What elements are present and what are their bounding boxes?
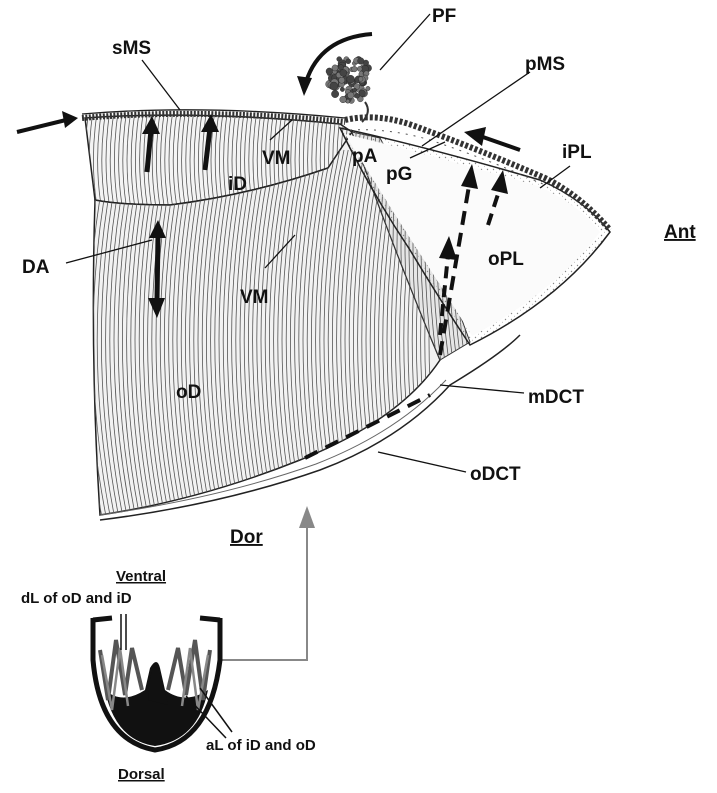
label-dor: Dor bbox=[230, 527, 263, 548]
pf-particle bbox=[340, 69, 347, 76]
striation-line bbox=[72, 150, 92, 530]
label-pms: pMS bbox=[525, 54, 565, 75]
pf-particle bbox=[346, 59, 351, 64]
pf-particle bbox=[358, 77, 363, 82]
pf-particle bbox=[330, 82, 338, 90]
pf-particle bbox=[366, 86, 370, 90]
pf-particle bbox=[357, 66, 362, 71]
inset-label-al: aL of iD and oD bbox=[206, 737, 316, 754]
leader-odct bbox=[378, 452, 466, 472]
pf-particle bbox=[352, 66, 358, 72]
pf-particle bbox=[347, 92, 354, 99]
inset-cross-section bbox=[93, 614, 232, 750]
label-id: iD bbox=[228, 174, 247, 195]
pf-particle bbox=[347, 75, 355, 83]
leader-pf bbox=[380, 14, 430, 70]
inset-label-dorsal: Dorsal bbox=[118, 766, 165, 783]
label-da: DA bbox=[22, 257, 50, 278]
leader-mdct bbox=[440, 385, 524, 393]
label-pa: pA bbox=[352, 146, 378, 167]
inset-label-ventral: Ventral bbox=[116, 568, 166, 585]
label-pf: PF bbox=[432, 6, 456, 27]
label-vm-lower: VM bbox=[240, 287, 269, 308]
pf-cluster bbox=[326, 56, 372, 103]
label-ipl: iPL bbox=[562, 142, 592, 163]
pf-particle bbox=[326, 68, 333, 75]
label-od: oD bbox=[176, 382, 201, 403]
pf-particle bbox=[359, 90, 366, 97]
label-mdct: mDCT bbox=[528, 387, 584, 408]
pf-particle bbox=[358, 58, 365, 65]
label-opl: oPL bbox=[488, 249, 524, 270]
entry-arrow bbox=[17, 111, 78, 132]
inset-label-dl: dL of oD and iD bbox=[21, 590, 132, 607]
pf-particle bbox=[353, 88, 357, 92]
pf-particle bbox=[332, 65, 338, 71]
pf-particle bbox=[338, 65, 343, 70]
leader-sms bbox=[142, 60, 180, 110]
label-ant: Ant bbox=[664, 222, 696, 243]
label-odct: oDCT bbox=[470, 464, 521, 485]
pf-particle bbox=[331, 90, 338, 97]
label-pg: pG bbox=[386, 164, 412, 185]
label-sms: sMS bbox=[112, 38, 151, 59]
label-vm-upper: VM bbox=[262, 148, 291, 169]
pf-particle bbox=[340, 87, 344, 91]
pf-particle bbox=[339, 77, 345, 83]
